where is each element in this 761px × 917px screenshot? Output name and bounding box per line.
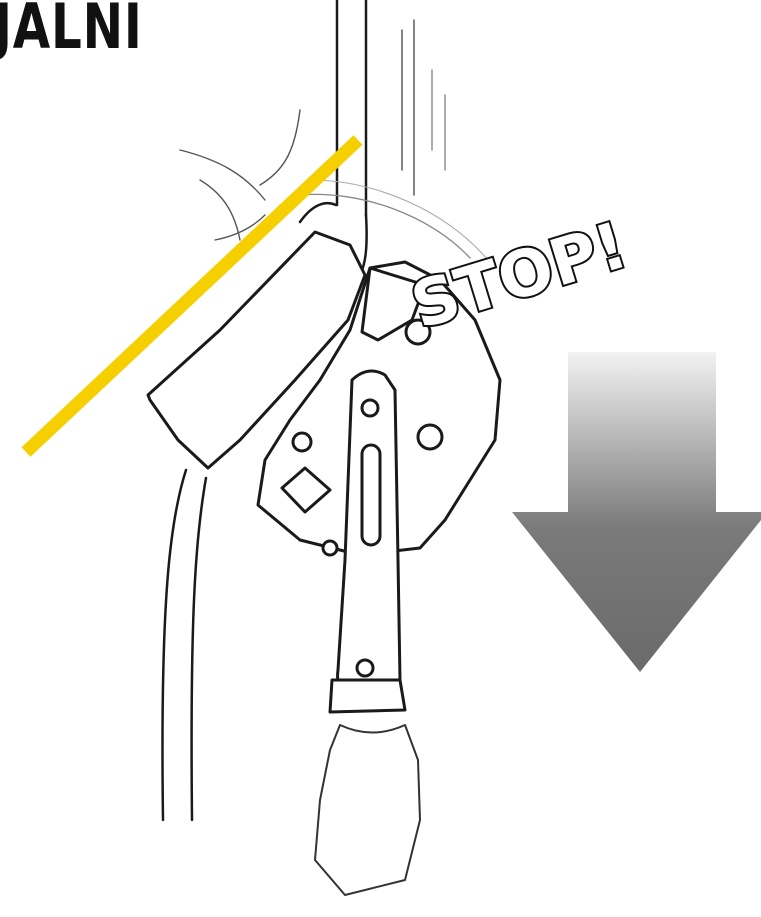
down-arrow-icon (512, 352, 761, 672)
